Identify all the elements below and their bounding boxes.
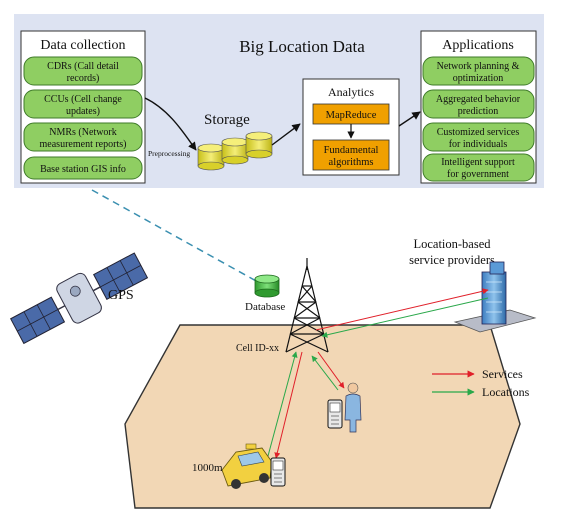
data-item-cdrs-line2: records) (67, 73, 100, 84)
storage-cylinder-1 (197, 143, 225, 171)
data-item-ccus-line1: CCUs (Cell change (44, 94, 122, 105)
applications-heading: Applications (442, 38, 514, 53)
lbs-label-line1: Location-based (413, 237, 491, 251)
car-mobile-phone-icon (270, 457, 286, 487)
algorithms-line2: algorithms (329, 157, 374, 168)
mobile-phone-icon (327, 399, 343, 429)
locations-arrow-person (311, 355, 339, 391)
app-item-2-line1: Aggregated behavior (436, 94, 521, 105)
analytics-to-applications-arrow (398, 111, 421, 127)
person-icon (344, 382, 362, 433)
analytics-box: Analytics MapReduce Fundamental algorith… (302, 78, 400, 176)
storage-cylinder-2 (221, 137, 249, 165)
data-item-gis-line1: Base station GIS info (40, 164, 126, 175)
app-item-network-planning: Network planning & optimization (422, 56, 535, 86)
distance-label: 1000m (192, 462, 223, 474)
app-item-intelligent-support: Intelligent support for government (422, 153, 535, 182)
data-item-nmrs-line2: measurement reports) (40, 139, 127, 150)
legend-locations-label: Locations (482, 385, 530, 399)
app-item-4-line1: Intelligent support (441, 157, 515, 168)
data-item-ccus: CCUs (Cell change updates) (23, 89, 143, 119)
legend-services-label: Services (482, 367, 523, 381)
applications-box: Applications Network planning & optimiza… (420, 30, 537, 184)
app-item-behavior-prediction: Aggregated behavior prediction (422, 89, 535, 119)
taxi-car-icon (221, 443, 273, 489)
preprocessing-arrow (144, 97, 197, 151)
app-item-customized-services: Customized services for individuals (422, 122, 535, 152)
storage-cylinder-3 (245, 131, 273, 159)
preprocessing-label: Preprocessing (148, 149, 190, 158)
dashed-link-line (91, 189, 259, 283)
storage-label: Storage (204, 112, 250, 128)
app-item-1-line2: optimization (453, 73, 504, 84)
app-item-4-line2: for government (447, 169, 509, 180)
app-item-2-line2: prediction (458, 106, 499, 117)
services-arrow-car (274, 351, 303, 459)
cell-id-label: Cell ID-xx (236, 343, 279, 354)
data-item-nmrs-line1: NMRs (Network (49, 127, 117, 138)
data-item-cdrs-line1: CDRs (Call detail (47, 61, 119, 72)
locations-arrow-provider (321, 297, 489, 338)
mapreduce-label: MapReduce (326, 110, 377, 121)
panel-title: Big Location Data (239, 37, 365, 56)
data-item-cdrs: CDRs (Call detail records) (23, 56, 143, 86)
services-arrow-person (317, 351, 345, 389)
legend: Services Locations (432, 367, 530, 399)
data-collection-heading: Data collection (40, 38, 125, 53)
database-icon (254, 274, 280, 298)
data-collection-box: Data collection CDRs (Call detail record… (20, 30, 146, 184)
app-item-3-line1: Customized services (437, 127, 520, 138)
data-item-nmrs: NMRs (Network measurement reports) (23, 122, 143, 152)
analytics-heading: Analytics (328, 85, 374, 99)
app-item-3-line2: for individuals (449, 139, 508, 150)
data-item-gis: Base station GIS info (23, 156, 143, 180)
database-label: Database (245, 301, 285, 313)
storage-cylinders (197, 131, 273, 171)
gps-label: GPS (108, 288, 134, 303)
algorithms-line1: Fundamental (324, 145, 379, 156)
services-arrow-provider (315, 288, 489, 331)
office-building-icon (453, 261, 537, 333)
algorithms-box (312, 139, 390, 171)
data-item-ccus-line2: updates) (66, 106, 100, 117)
gps-satellite-icon (10, 252, 149, 345)
cell-coverage-hexagon (124, 324, 521, 509)
lbs-label-line2: service providers (409, 253, 495, 267)
storage-to-analytics-arrow (271, 123, 301, 146)
app-item-1-line1: Network planning & (437, 61, 520, 72)
locations-arrow-car (267, 351, 298, 457)
